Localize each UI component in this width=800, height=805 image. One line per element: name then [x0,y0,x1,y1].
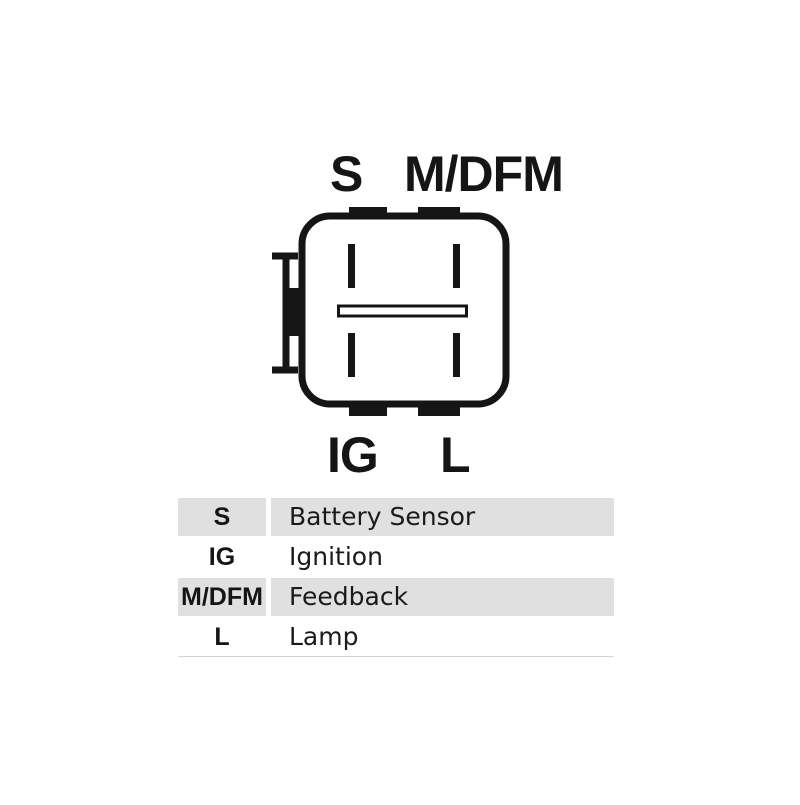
pin-label-s: S [330,146,363,202]
legend-code: L [214,623,230,651]
legend-row: IG Ignition [178,536,614,576]
legend-code: S [178,498,266,536]
pin-label-mdfm: M/DFM [404,146,564,202]
pin-mdfm [453,244,460,288]
center-key-bar [337,304,468,318]
legend-description: Lamp [289,622,359,651]
pin-label-ig: IG [327,427,379,483]
legend-row: S Battery Sensor [178,496,614,536]
pin-l [453,333,460,377]
legend-description: Feedback [271,578,614,616]
legend-description: Ignition [289,542,383,571]
legend-row: M/DFM Feedback [178,576,614,616]
legend-description: Battery Sensor [271,498,614,536]
pin-label-l: L [440,427,471,483]
legend-code: IG [208,543,236,571]
legend-row: L Lamp [178,616,614,657]
pin-s [348,244,355,288]
legend-code: M/DFM [178,578,266,616]
pin-legend-table: S Battery Sensor IG Ignition M/DFM Feedb… [178,496,614,657]
side-latch-block [283,288,303,336]
pin-ig [348,333,355,377]
